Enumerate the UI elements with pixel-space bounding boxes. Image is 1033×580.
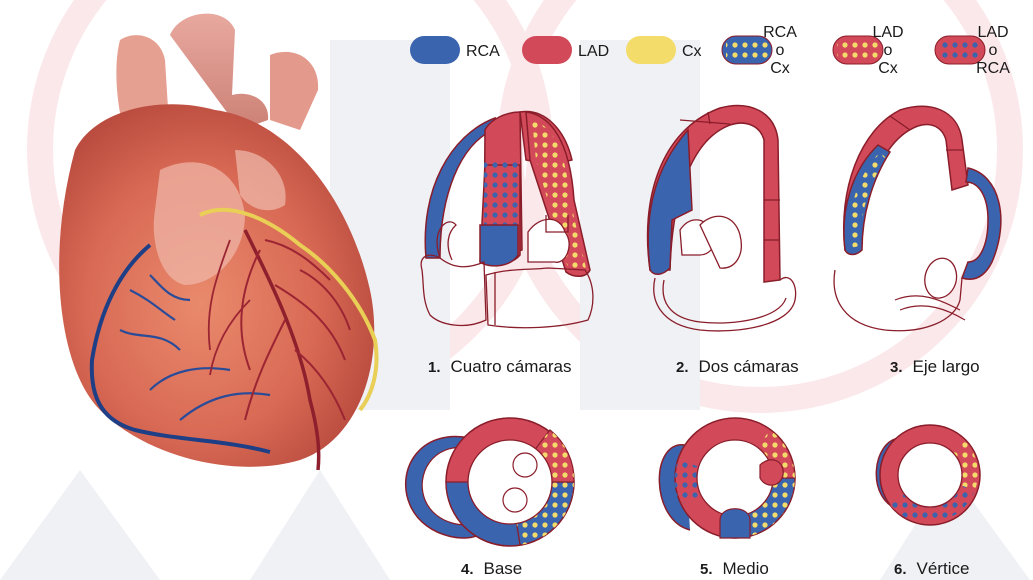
- caption-label: Dos cámaras: [699, 357, 799, 376]
- legend-dots-lad-rca: [939, 38, 981, 62]
- legend-item-rca: RCA: [410, 36, 500, 64]
- legend-dots-rca-cx: [726, 38, 768, 62]
- caption-label: Medio: [723, 559, 769, 578]
- legend-label-lad-cx-line2: Cx: [878, 60, 898, 77]
- view-mid: [659, 418, 795, 538]
- legend-label-rca-cx-line0: RCA: [763, 24, 797, 41]
- legend-label-lad-cx-line1: o: [884, 42, 893, 59]
- caption-label: Eje largo: [913, 357, 980, 376]
- caption-number: 2.: [676, 359, 689, 376]
- view-apex: [876, 425, 980, 525]
- legend-label-cx-line0: Cx: [682, 43, 702, 60]
- legend-label-lad-rca-line2: RCA: [976, 60, 1010, 77]
- caption-number: 3.: [890, 359, 903, 376]
- caption-view-6: 6. Vértice: [894, 559, 969, 578]
- caption-number: 4.: [461, 561, 474, 578]
- legend-swatch-lad: [522, 36, 572, 64]
- legend-label-rca-line0: RCA: [466, 43, 500, 60]
- legend-swatch-cx: [626, 36, 676, 64]
- caption-view-5: 5. Medio: [700, 559, 769, 578]
- legend-label-rca-cx-line1: o: [776, 42, 785, 59]
- view-base: [406, 418, 574, 546]
- legend-dots-lad-cx: [837, 38, 879, 62]
- heart-illustration: [59, 14, 376, 470]
- legend-label-lad-rca-line0: LAD: [977, 24, 1008, 41]
- caption-label: Base: [484, 559, 523, 578]
- legend-label-lad-rca-line1: o: [989, 42, 998, 59]
- legend-swatch-rca: [410, 36, 460, 64]
- caption-label: Cuatro cámaras: [451, 357, 572, 376]
- legend-label-rca-cx-line2: Cx: [770, 60, 790, 77]
- caption-view-4: 4. Base: [461, 559, 522, 578]
- caption-number: 1.: [428, 359, 441, 376]
- caption-number: 5.: [700, 561, 713, 578]
- legend-label-lad-cx-line0: LAD: [872, 24, 903, 41]
- legend-label-lad-line0: LAD: [578, 43, 609, 60]
- caption-label: Vértice: [917, 559, 970, 578]
- caption-number: 6.: [894, 561, 907, 578]
